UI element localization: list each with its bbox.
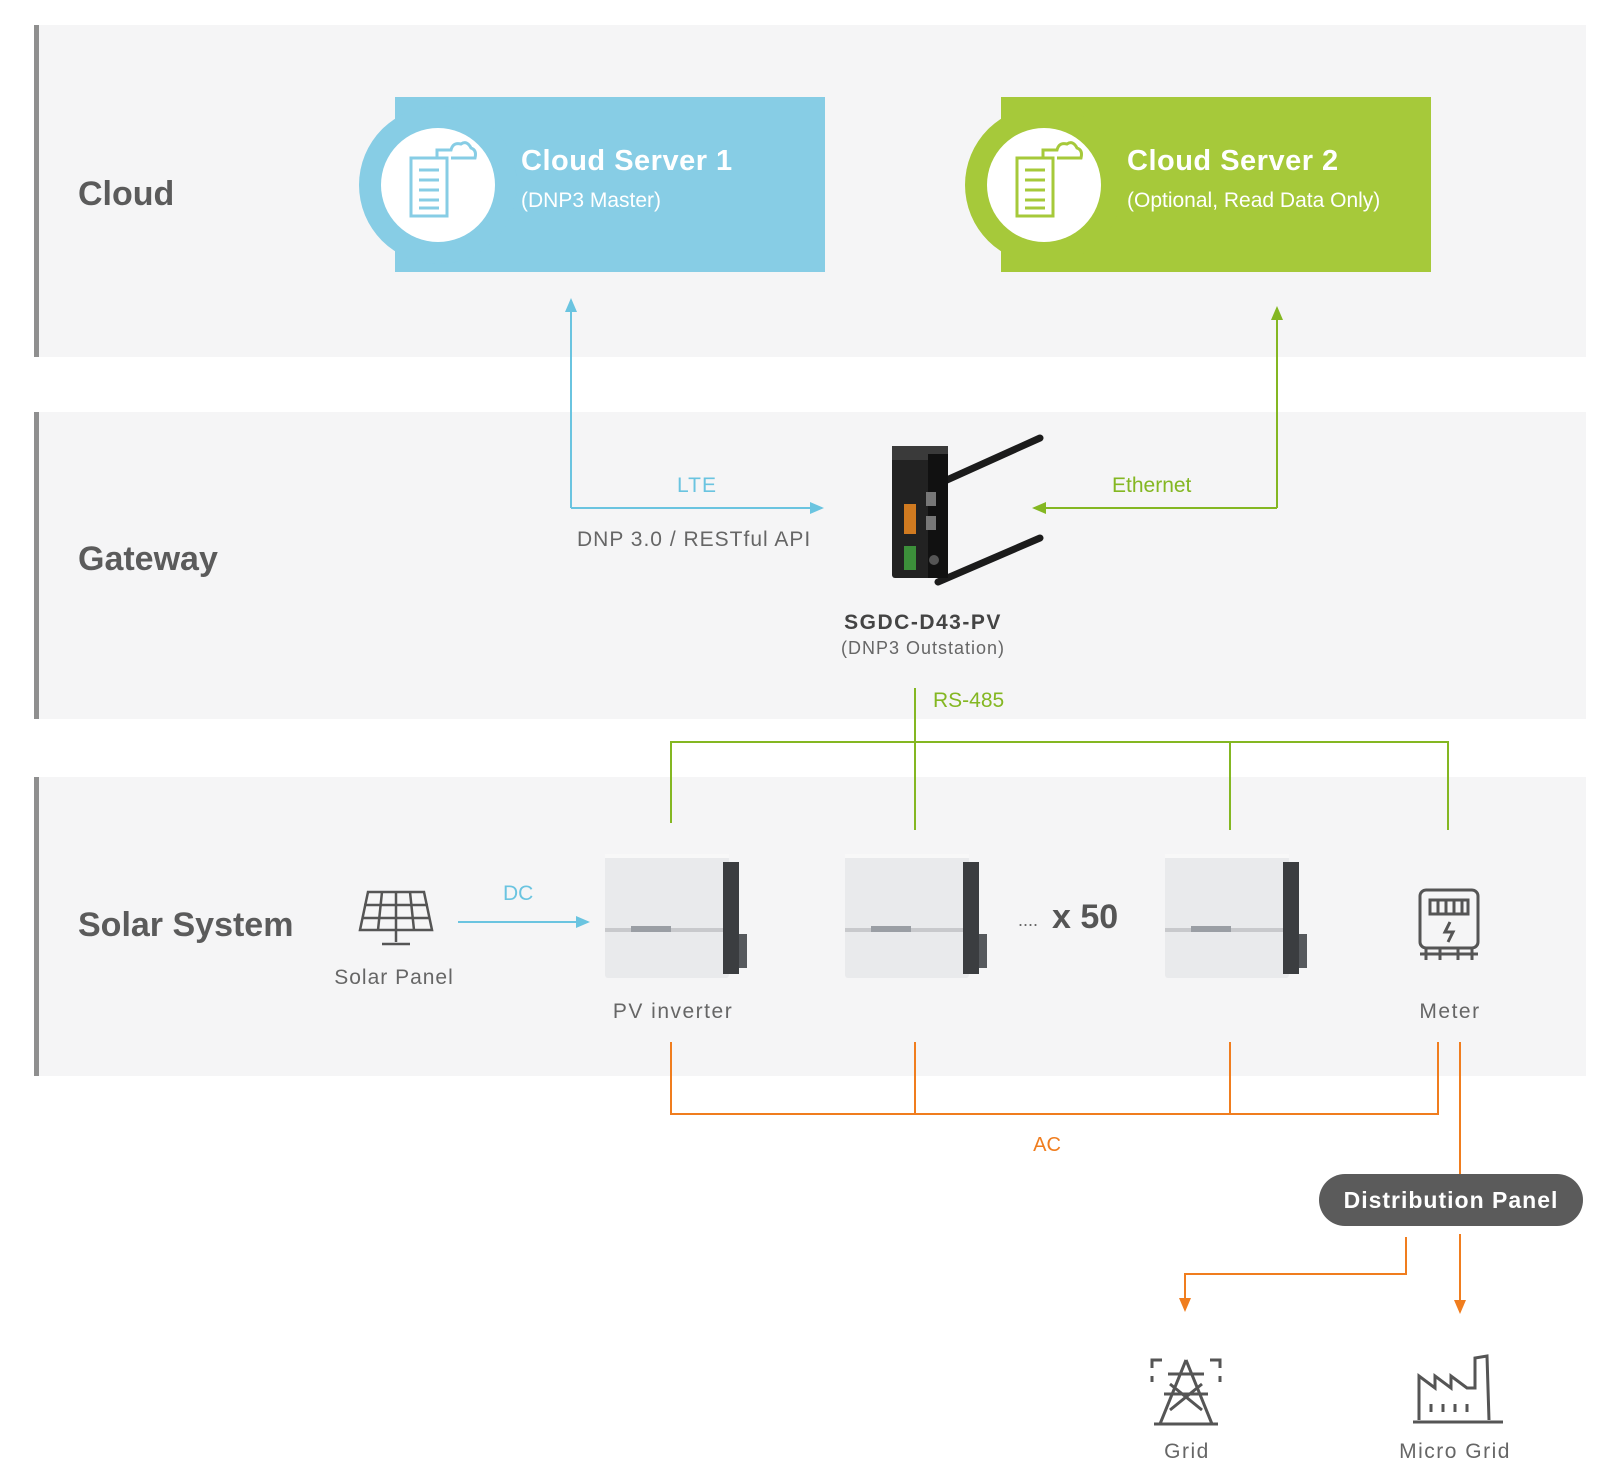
- ethernet-label: Ethernet: [1112, 474, 1192, 497]
- solar-panel-label: Solar Panel: [334, 966, 454, 989]
- cloud-server-1-title: Cloud Server 1: [521, 145, 733, 177]
- grid-label: Grid: [1164, 1440, 1210, 1463]
- server-icon-circle: [987, 128, 1101, 242]
- section-title-cloud: Cloud: [78, 175, 175, 213]
- grid-tower-icon: [1150, 1358, 1222, 1426]
- cloud-server-2-subtitle: (Optional, Read Data Only): [1127, 189, 1381, 212]
- pv-inverter-label: PV inverter: [612, 1000, 734, 1023]
- cloud-server-1-card: Cloud Server 1 (DNP3 Master): [359, 97, 825, 272]
- solar-band: [34, 777, 1586, 1076]
- panel-to-grid: [1179, 1237, 1407, 1312]
- pv-inverter-image: [605, 854, 747, 978]
- cloud-server-1-subtitle: (DNP3 Master): [521, 189, 662, 212]
- section-title-solar: Solar System: [78, 906, 294, 944]
- distribution-panel-pill: Distribution Panel: [1319, 1174, 1583, 1226]
- meter-label: Meter: [1419, 1000, 1481, 1023]
- pv-inverter-image: [845, 854, 987, 978]
- gateway-device-role: (DNP3 Outstation): [840, 638, 1006, 658]
- cloud-server-2-title: Cloud Server 2: [1127, 145, 1339, 177]
- ac-label: AC: [1033, 1134, 1061, 1156]
- multiplier-label: x 50: [1052, 898, 1119, 936]
- solar-panel-icon: [358, 890, 434, 946]
- server-cloud-icon: [409, 141, 477, 218]
- gateway-device-image: [892, 434, 1044, 586]
- section-title-gateway: Gateway: [78, 540, 218, 578]
- lte-label: LTE: [677, 474, 717, 497]
- server-cloud-icon: [1015, 141, 1083, 218]
- factory-icon: [1413, 1354, 1503, 1424]
- server-icon-circle: [381, 128, 495, 242]
- pv-inverter-image: [1165, 854, 1307, 978]
- rs485-bus: [670, 688, 1449, 830]
- gateway-device-name: SGDC-D43-PV: [844, 611, 1002, 634]
- rs485-label: RS-485: [933, 689, 1005, 712]
- multiplier-dots: ....: [1018, 910, 1039, 930]
- dc-label: DC: [503, 882, 534, 905]
- gateway-band: [34, 412, 1586, 719]
- micro-grid-label: Micro Grid: [1399, 1440, 1511, 1463]
- cloud-server-2-card: Cloud Server 2 (Optional, Read Data Only…: [965, 97, 1431, 272]
- protocol-label: DNP 3.0 / RESTful API: [577, 528, 812, 551]
- meter-icon: [1418, 888, 1480, 960]
- ac-bus: [670, 1042, 1439, 1115]
